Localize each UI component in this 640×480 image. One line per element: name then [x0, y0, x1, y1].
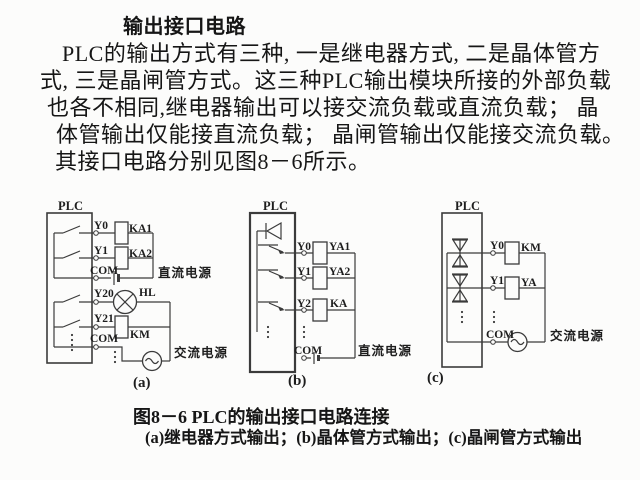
subfigure-label-c: (c) [427, 370, 444, 386]
ellipsis-dots [460, 310, 496, 324]
plc-box-label: PLC [263, 199, 288, 213]
triac-icon [451, 273, 469, 303]
subfigure-label-a: (a) [133, 375, 151, 391]
transistor-icon [258, 244, 285, 254]
terminal-label: COM [90, 333, 118, 345]
ellipsis-dots [70, 333, 117, 364]
ac-power-label: 交流电源 [174, 345, 228, 360]
intro-line: 体管输出仅能接直流负载； 晶闸管输出仅能接交流负载。 [56, 122, 625, 147]
plc-box [46, 212, 93, 364]
dc-power-label: 直流电源 [358, 343, 412, 358]
load-label: KM [521, 242, 541, 254]
plc-box [441, 212, 483, 368]
dc-power-label: 直流电源 [158, 265, 212, 280]
load-label: HL [139, 287, 156, 299]
terminal-label: Y0 [94, 220, 108, 232]
terminal-com [301, 355, 307, 361]
load-label: YA1 [329, 241, 351, 253]
ac-power-label: 交流电源 [550, 328, 604, 343]
terminal-y1 [93, 255, 99, 261]
solenoid-coil-ya2 [312, 266, 328, 290]
intro-line: 也各不相同,继电器输出可以接交流负载或直流负载； 晶 [47, 95, 600, 120]
terminal-y0 [490, 250, 496, 256]
terminal-y0 [301, 250, 307, 256]
lamp-icon [112, 289, 138, 315]
plc-box [248, 211, 297, 374]
intro-line: 式, 三是晶闸管方式。这三种PLC输出模块所接的外部负载 [40, 68, 612, 93]
terminal-y0 [93, 230, 99, 236]
load-label: KA [330, 298, 348, 310]
relay-contact-icon [53, 294, 115, 348]
load-label: YA [521, 277, 537, 289]
terminal-label: Y1 [297, 266, 311, 278]
circuit-b-transistor-output-diagram: PLC Y0 Y1 Y2 COM YA1 YA2 KA 直流电源 (b) [248, 199, 412, 389]
plc-box-label: PLC [58, 199, 83, 213]
terminal-label: COM [486, 329, 514, 341]
contactor-coil-km [114, 315, 129, 339]
led-icon [257, 221, 282, 241]
relay-coil-ka1 [114, 221, 129, 245]
plc-box-label: PLC [455, 199, 480, 213]
ac-source-icon [507, 331, 528, 353]
terminal-y21 [93, 324, 99, 330]
relay-coil-ka [312, 298, 328, 322]
terminal-com2 [93, 344, 99, 350]
ellipsis-dots [266, 325, 306, 339]
transistor-icon [258, 269, 285, 279]
solenoid-coil-ya1 [312, 241, 328, 265]
terminal-label: Y21 [94, 313, 114, 325]
terminal-label: Y2 [297, 298, 311, 310]
relay-coil-ka2 [114, 246, 129, 270]
terminal-com [93, 275, 99, 281]
terminal-com [490, 339, 496, 345]
intro-line: PLC的输出方式有三种, 一是继电器方式, 二是晶体管方 [62, 41, 601, 66]
terminal-label: COM [90, 265, 118, 277]
terminal-y1 [490, 285, 496, 291]
terminal-label: Y1 [94, 245, 108, 257]
solenoid-coil-ya [504, 276, 520, 300]
intro-line: 其接口电路分别见图8－6所示。 [55, 149, 371, 174]
page-title: 输出接口电路 [123, 16, 246, 38]
terminal-y1 [301, 275, 307, 281]
contactor-coil-km [504, 241, 520, 265]
load-label: KA1 [129, 223, 152, 235]
load-label: KA2 [129, 248, 152, 260]
transistor-icon [258, 301, 285, 311]
terminal-label: Y20 [94, 288, 114, 300]
terminal-y2 [301, 307, 307, 313]
circuit-c-thyristor-output-diagram: PLC Y0 Y1 COM KM YA 交流电源 (c) [427, 199, 604, 386]
terminal-label: Y1 [490, 275, 504, 287]
load-label: YA2 [329, 266, 351, 278]
triac-icon [451, 238, 469, 268]
figure-caption: 图8－6 PLC的输出接口电路连接 [133, 407, 390, 427]
ac-source-icon [141, 350, 163, 372]
circuit-a-relay-output-diagram: PLC Y0 Y1 COM Y20 Y21 COM KA1 KA2 HL KM … [46, 199, 228, 391]
subfigure-label-b: (b) [288, 373, 306, 389]
figure-subcaption: (a)继电器方式输出；(b)晶体管方式输出；(c)晶闸管方式输出 [145, 428, 583, 447]
terminal-label: COM [294, 345, 322, 357]
load-label: KM [130, 329, 150, 341]
terminal-label: Y0 [297, 241, 311, 253]
terminal-y20 [93, 299, 99, 305]
terminal-label: Y0 [490, 240, 504, 252]
